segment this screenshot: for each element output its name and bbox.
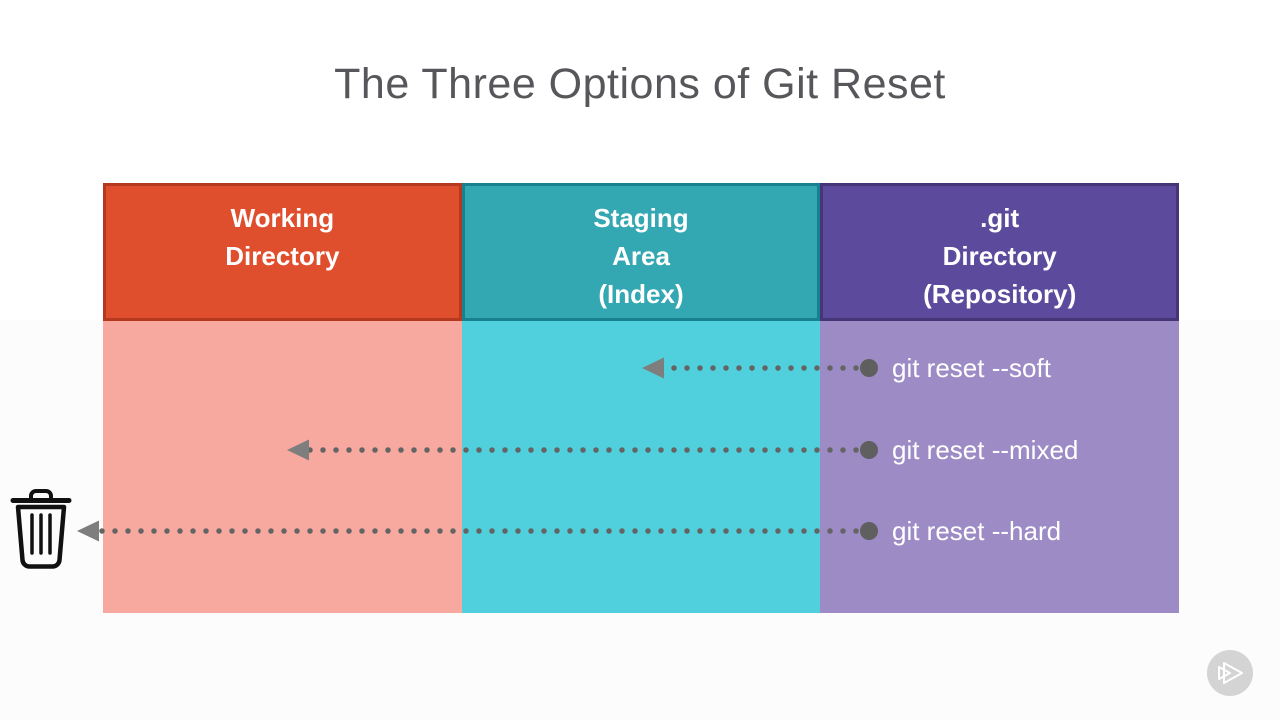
column-git-directory: .git Directory (Repository) (820, 183, 1180, 613)
columns: Working Directory Staging Area (Index) .… (103, 183, 1180, 613)
trash-icon (10, 489, 72, 569)
play-triangle-outer (1223, 662, 1243, 684)
header-line: (Index) (598, 279, 684, 309)
trash-ribs (30, 513, 52, 555)
header-line: .git (980, 203, 1020, 233)
column-header-working-directory: Working Directory (103, 183, 462, 321)
header-line: Directory (942, 241, 1057, 271)
arrow-label-mixed: git reset --mixed (892, 435, 1079, 465)
play-triangle-inner (1218, 666, 1231, 680)
arrow-label-soft: git reset --soft (892, 353, 1051, 383)
pluralsight-logo (1207, 650, 1253, 696)
trash-body (15, 504, 67, 569)
column-header-git-directory: .git Directory (Repository) (820, 183, 1180, 321)
trash-lid-handle (29, 489, 53, 499)
page-title: The Three Options of Git Reset (334, 60, 946, 108)
header-line: (Repository) (923, 279, 1077, 309)
pluralsight-play-icon (1218, 662, 1243, 684)
header-line: Directory (225, 241, 340, 271)
header-line: Staging (593, 203, 689, 233)
column-body-staging-area (461, 321, 821, 613)
column-header-staging-area: Staging Area (Index) (461, 183, 821, 321)
column-working-directory: Working Directory (103, 183, 462, 613)
arrow-label-hard: git reset --hard (892, 516, 1062, 546)
column-body-working-directory (103, 321, 462, 613)
column-body-git-directory (820, 321, 1180, 613)
column-staging-area: Staging Area (Index) (461, 183, 821, 613)
header-line: Area (612, 241, 670, 271)
header-line: Working (230, 203, 335, 233)
